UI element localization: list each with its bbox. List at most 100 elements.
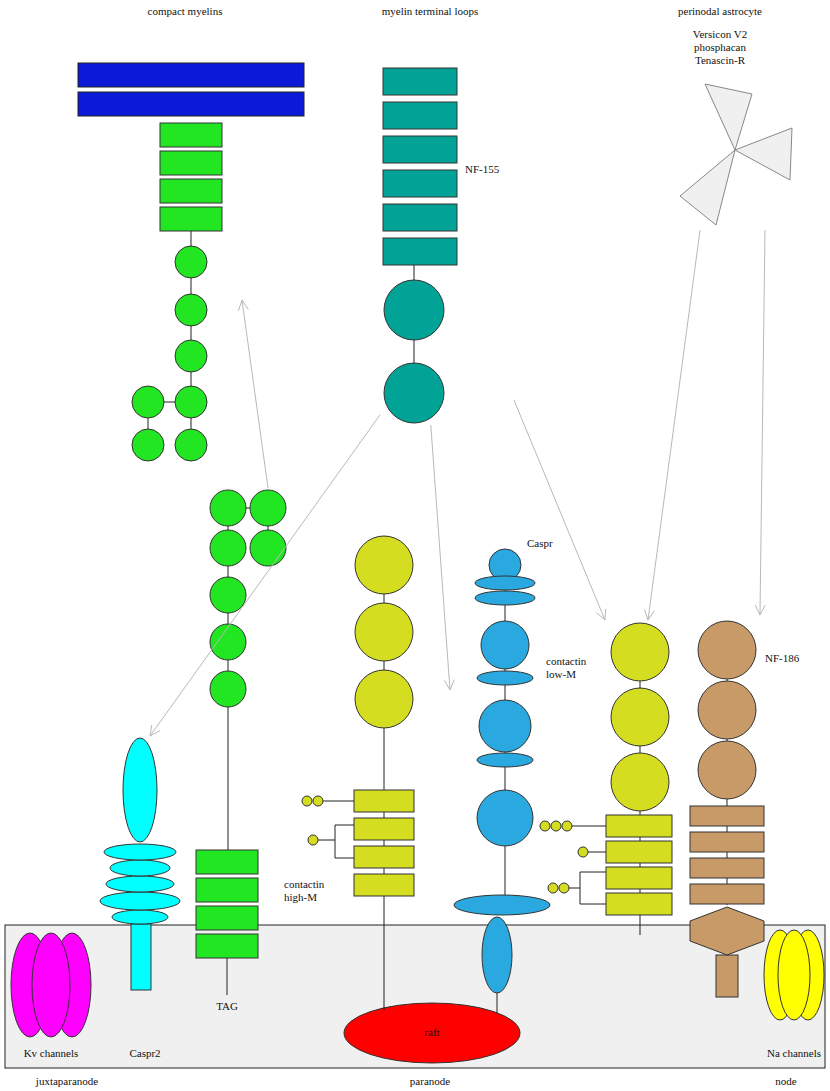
caspr-anchor xyxy=(482,917,512,993)
protein-stem xyxy=(227,958,228,995)
protein-group: contactin high-M xyxy=(282,534,416,906)
protein-group: Caspr xyxy=(450,530,574,995)
ig-domain xyxy=(384,363,444,423)
glycan-line xyxy=(572,826,606,827)
fn3-domain xyxy=(160,207,222,231)
caspr2-disc xyxy=(112,910,168,924)
fn3-domain xyxy=(196,934,258,958)
ig-domain xyxy=(250,490,286,526)
node-label: contactin high-M xyxy=(284,878,346,904)
caspr2-head xyxy=(123,738,157,842)
arrow-head xyxy=(755,605,765,615)
caspr2-disc xyxy=(110,860,170,876)
arrow-head xyxy=(238,300,248,311)
astrocyte-group: perinodal astrocyteVersicon V2 phosphaca… xyxy=(660,3,800,230)
glycan-line xyxy=(335,858,354,859)
protein-group: TAG xyxy=(190,488,280,1016)
connector xyxy=(150,415,380,736)
protein-group: compact myelins xyxy=(130,3,242,463)
fn3-domain xyxy=(160,179,222,203)
fn3-domain xyxy=(383,136,457,163)
node-label: Na channels xyxy=(762,1047,826,1060)
caspr-domain xyxy=(479,700,531,752)
ig-domain xyxy=(175,340,207,372)
fn3-domain xyxy=(383,238,457,265)
glycan-line xyxy=(335,825,354,826)
arrow-head xyxy=(644,609,654,620)
fn3-domain xyxy=(160,151,222,175)
glycan xyxy=(551,821,561,831)
mucin-domain xyxy=(690,907,764,955)
caspr-disc xyxy=(477,671,533,685)
connector-line xyxy=(150,415,380,736)
glycan-line xyxy=(318,840,335,841)
node-label: Caspr2 xyxy=(115,1047,175,1060)
region-label: juxtaparanode xyxy=(30,1075,104,1088)
fn3-domain xyxy=(196,906,258,930)
ig-domain xyxy=(355,536,413,594)
ig-domain xyxy=(175,386,207,418)
na-channel xyxy=(778,930,810,1020)
node-label: myelin terminal loops xyxy=(380,5,480,18)
connector xyxy=(644,230,700,620)
glycan xyxy=(313,796,323,806)
protein-group: NF-186 xyxy=(688,615,810,1000)
arrow-head xyxy=(150,725,160,736)
fn3-domain xyxy=(354,846,414,868)
ig-domain xyxy=(698,621,756,679)
fn3-domain xyxy=(606,893,672,915)
raft-ellipse: raft xyxy=(344,1003,522,1063)
glycan-line xyxy=(580,872,606,873)
fn3-domain xyxy=(606,867,672,889)
ig-domain xyxy=(698,741,756,799)
connector-line xyxy=(514,400,605,620)
node-label: Kv channels xyxy=(8,1047,94,1060)
ecm-triangle xyxy=(735,128,792,180)
glycan xyxy=(548,883,558,893)
nf186-stem xyxy=(716,955,738,997)
caspr-disc xyxy=(454,895,550,915)
node-label: compact myelins xyxy=(130,5,240,18)
ig-domain xyxy=(175,246,207,278)
node-label: perinodal astrocyte xyxy=(660,5,780,18)
arrow-head xyxy=(444,680,454,690)
fn3-domain xyxy=(690,806,764,826)
ecm-triangle xyxy=(705,84,752,150)
connector xyxy=(238,300,268,488)
caspr-disc xyxy=(475,576,535,590)
ig-domain xyxy=(611,688,669,746)
ig-domain xyxy=(384,280,444,340)
fn3-domain xyxy=(196,878,258,902)
myelin-bar xyxy=(78,63,304,87)
ig-domain xyxy=(611,623,669,681)
region-label: node xyxy=(766,1075,806,1088)
myelin-bar xyxy=(78,92,304,116)
caspr2-disc xyxy=(100,892,180,910)
ig-domain xyxy=(210,624,246,660)
fn3-domain xyxy=(383,102,457,129)
connector xyxy=(431,425,454,690)
fn3-domain xyxy=(383,204,457,231)
ig-domain xyxy=(132,386,164,418)
protein-group: contactin low-M xyxy=(540,620,674,935)
fn3-domain xyxy=(606,841,672,863)
fn3-domain xyxy=(690,858,764,878)
fn3-domain xyxy=(383,170,457,197)
glycan xyxy=(578,847,588,857)
kv-channel xyxy=(32,933,70,1037)
node-label: Versicon V2 phosphacan Tenascin-R xyxy=(684,28,756,67)
fn3-domain xyxy=(690,832,764,852)
ig-domain xyxy=(132,429,164,461)
ig-domain xyxy=(175,294,207,326)
node-label: Caspr xyxy=(527,537,572,550)
ig-domain xyxy=(698,681,756,739)
fn3-domain xyxy=(383,68,457,95)
channel-group: Kv channels xyxy=(8,930,96,1064)
connector-line xyxy=(431,425,450,690)
glycan xyxy=(302,796,312,806)
fn3-domain xyxy=(354,874,414,896)
connector-line xyxy=(760,230,765,615)
fn3-domain xyxy=(606,815,672,837)
glycan-line xyxy=(335,825,336,858)
